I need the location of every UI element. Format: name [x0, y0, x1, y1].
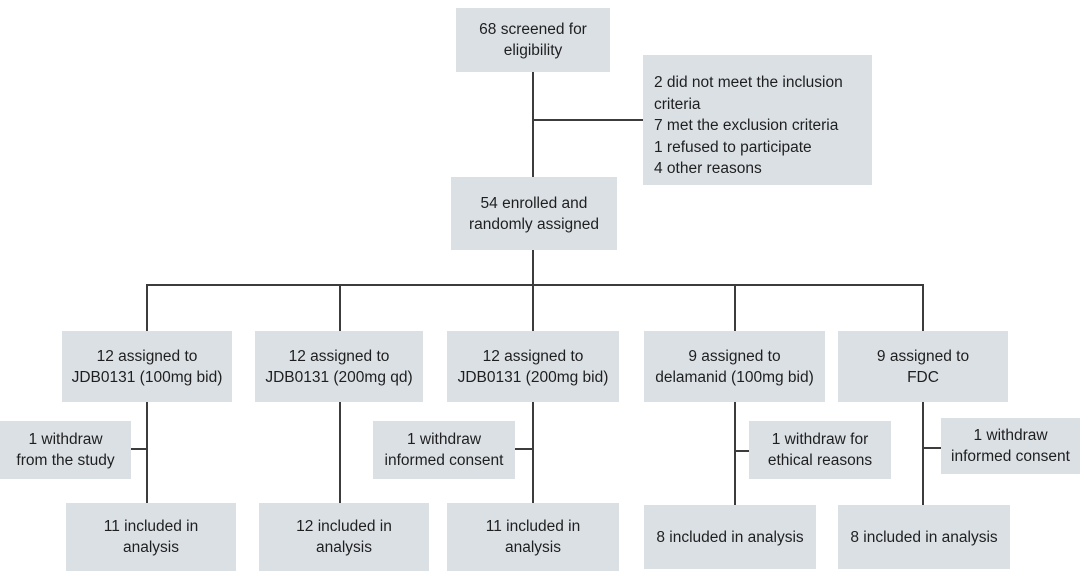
- connector-withdraw5: [922, 447, 941, 449]
- node-arm5-fdc: 9 assigned to FDC: [838, 331, 1008, 402]
- node-withdraw4: 1 withdraw for ethical reasons: [749, 421, 891, 479]
- connector-drop-arm2: [339, 284, 341, 331]
- connector-distribution-bar: [146, 284, 924, 286]
- node-enrolled: 54 enrolled and randomly assigned: [451, 177, 617, 250]
- connector-drop-arm4: [734, 284, 736, 331]
- connector-arm1-analysis1: [146, 402, 148, 503]
- connector-arm5-analysis5: [922, 402, 924, 505]
- connector-arm4-analysis4: [734, 402, 736, 505]
- connector-withdraw1: [131, 448, 148, 450]
- connector-arm3-analysis3: [532, 402, 534, 503]
- node-withdraw3: 1 withdraw informed consent: [373, 421, 515, 479]
- node-excluded: 2 did not meet the inclusion criteria 7 …: [643, 55, 872, 185]
- node-analysis1: 11 included in analysis: [66, 503, 236, 571]
- node-analysis3: 11 included in analysis: [447, 503, 619, 571]
- connector-drop-arm1: [146, 284, 148, 331]
- node-analysis4: 8 included in analysis: [644, 505, 816, 569]
- connector-arm2-analysis2: [339, 402, 341, 503]
- node-arm3-jdb0131-200mg-bid: 12 assigned to JDB0131 (200mg bid): [447, 331, 619, 402]
- node-analysis5: 8 included in analysis: [838, 505, 1010, 569]
- node-arm2-jdb0131-200mg-qd: 12 assigned to JDB0131 (200mg qd): [255, 331, 423, 402]
- node-withdraw1: 1 withdraw from the study: [0, 421, 131, 479]
- node-withdraw5: 1 withdraw informed consent: [941, 418, 1080, 474]
- connector-drop-arm5: [922, 284, 924, 331]
- connector-screened-enrolled: [532, 72, 534, 177]
- connector-withdraw4: [734, 450, 749, 452]
- connector-to-excluded-box: [533, 119, 643, 121]
- connector-withdraw3: [515, 448, 534, 450]
- node-arm4-delamanid-100mg-bid: 9 assigned to delamanid (100mg bid): [644, 331, 825, 402]
- node-arm1-jdb0131-100mg-bid: 12 assigned to JDB0131 (100mg bid): [62, 331, 232, 402]
- node-analysis2: 12 included in analysis: [259, 503, 429, 571]
- connector-enrolled-split: [532, 250, 534, 331]
- node-screened: 68 screened for eligibility: [456, 8, 610, 72]
